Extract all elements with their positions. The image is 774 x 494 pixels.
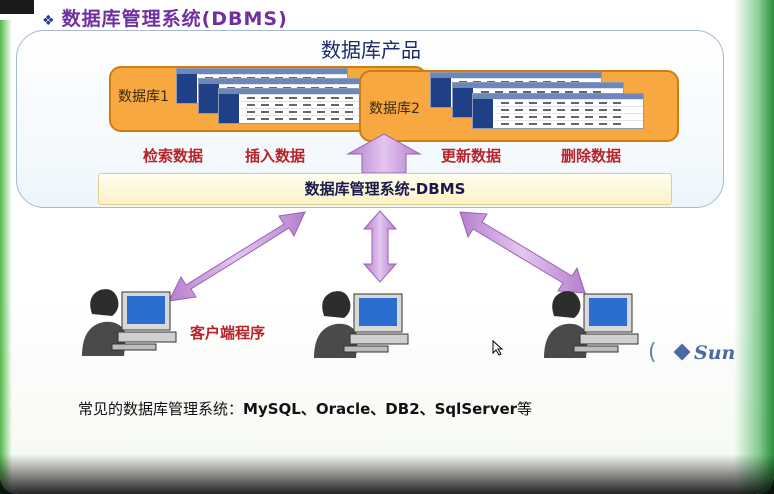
client-pc-3-icon [544,291,639,358]
database-1-label: 数据库1 [118,89,169,105]
bracket-decoration: ( [648,340,657,365]
database-2-table-3 [472,93,644,129]
client-pc-2-icon [314,291,409,358]
arrow-dbms-to-products [346,133,422,174]
caption-suffix: 等 [517,400,533,418]
sun-logo-text: Sun [694,342,736,364]
slide-title-text: 数据库管理系统(DBMS) [61,8,288,30]
arrow-right-client [459,211,586,294]
caption: 常见的数据库管理系统：MySQL、Oracle、DB2、SqlServer等 [78,398,532,419]
diamond-bullet-icon: ❖ [42,13,56,29]
mouse-cursor-icon [492,340,504,356]
operation-delete: 删除数据 [561,147,622,165]
client-pc-1-icon [82,289,177,356]
slide-left-accent [0,20,12,494]
caption-prefix: 常见的数据库管理系统： [78,400,244,418]
client-program-label: 客户端程序 [190,324,266,342]
dbms-bar: 数据库管理系统-DBMS [98,173,672,205]
operation-update: 更新数据 [441,147,502,165]
caption-dbms-list: MySQL、Oracle、DB2、SqlServer [243,400,518,418]
bottom-shadow [0,454,774,494]
slide-title: ❖ 数据库管理系统(DBMS) [42,4,288,31]
database-2-label: 数据库2 [369,101,420,117]
operation-retrieve: 检索数据 [143,147,204,165]
sun-diamond-icon [673,343,691,361]
sun-logo: Sun [673,342,736,364]
window-corner [0,0,34,14]
slide-right-accent [734,0,774,494]
arrow-left-client [168,211,306,302]
database-product-title: 数据库产品 [321,38,421,62]
arrow-center-client [362,210,398,283]
operation-insert: 插入数据 [245,147,306,165]
